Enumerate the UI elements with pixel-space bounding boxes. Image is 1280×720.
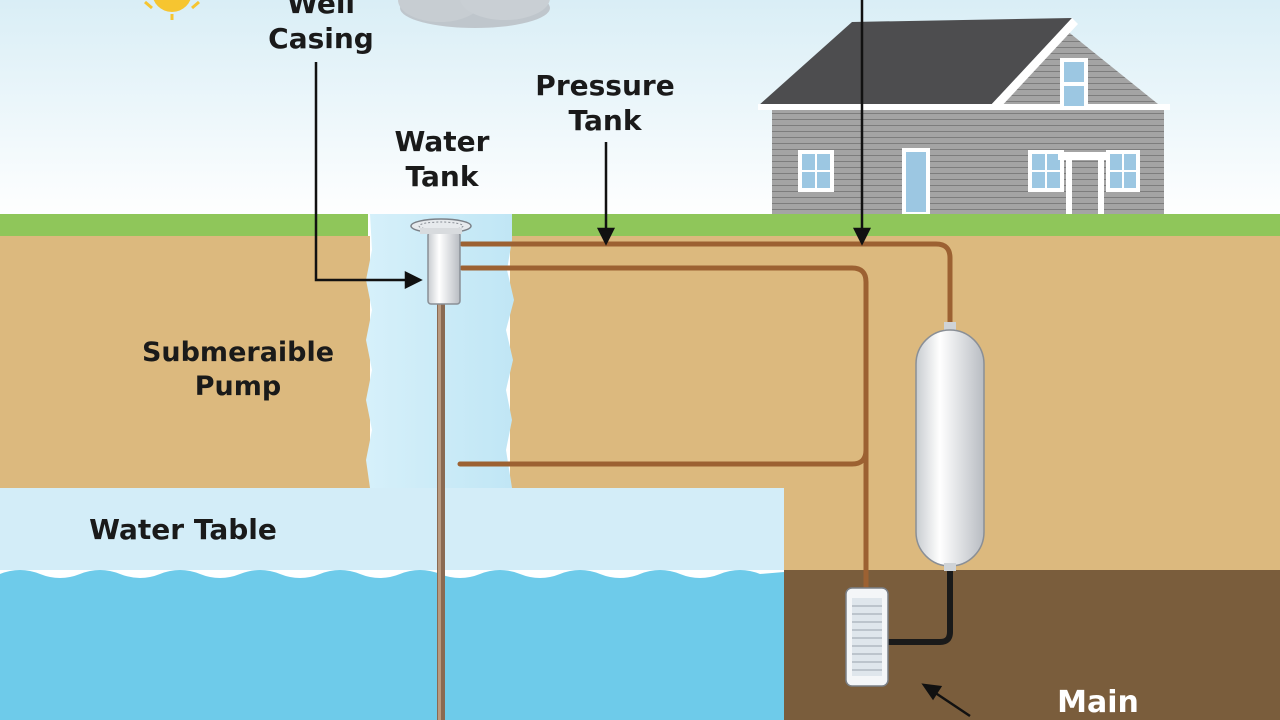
arrow-pressure-tank [596,142,616,246]
label-line: Water [394,125,490,158]
hose [886,566,953,645]
label-line: Pump [194,370,282,402]
label-line: Pressure [535,69,675,102]
sun-icon [144,0,200,20]
label-water-tank: Water Tank [376,124,508,194]
window [1060,58,1088,110]
soil-right [510,236,1280,488]
arrow-well-casing [314,62,423,290]
porch [1058,152,1112,216]
well-cap [410,218,472,305]
window [1106,150,1140,192]
grass-right [512,214,1280,236]
label-pressure-tank: Pressure Tank [524,68,686,138]
drop-pipe-highlight [438,300,441,720]
arrow-house [852,0,872,246]
label-line: Well [286,0,356,20]
groundwater [0,570,784,720]
label-line: Tank [568,104,642,137]
pressure-tank [915,322,985,571]
label-main: Main [1057,685,1139,720]
label-well-casing: Well Casing [250,0,392,56]
window [798,150,834,192]
door [902,148,930,216]
arrow-main [921,683,971,718]
label-line: Casing [268,22,374,55]
house [758,18,1170,216]
label-line: Submeraible [141,337,335,368]
grass-left [0,214,368,236]
saturated-zone [0,488,784,570]
soil-left [0,236,370,488]
label-submersible-pump: Submeraible Pump [122,336,354,404]
label-water-table: Water Table [89,513,277,546]
supply-pipe [457,241,953,593]
pump-canister [845,587,889,687]
cloud-icon [398,0,550,28]
label-line: Tank [405,160,479,193]
leader-arrows [314,0,971,718]
soil-right-lower [784,488,1280,570]
